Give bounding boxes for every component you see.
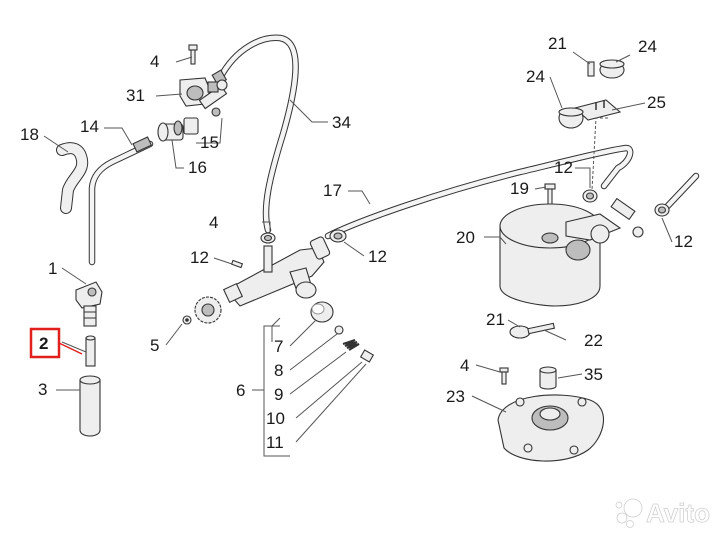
callout-20: 20 [456, 228, 475, 247]
part-12-clamp-d [654, 172, 700, 217]
callout-14: 14 [80, 117, 99, 136]
watermark-text: Avito [646, 498, 710, 528]
part-22-probe [509, 322, 555, 339]
part-9-spring [342, 339, 360, 351]
part-12-clamp-c [582, 189, 598, 203]
callout-31: 31 [126, 86, 145, 105]
part-4-screw-top [188, 44, 198, 65]
callout-4-low: 4 [460, 356, 469, 375]
callout-6: 6 [236, 381, 245, 400]
callout-34: 34 [332, 113, 351, 132]
callout-2: 2 [39, 334, 48, 353]
callout-25: 25 [647, 93, 666, 112]
callout-21-top: 21 [548, 34, 567, 53]
callout-12-right: 12 [674, 232, 693, 251]
part-15-fitting [198, 79, 228, 117]
callout-35: 35 [584, 365, 603, 384]
part-5-gear [182, 296, 222, 325]
callout-4-top: 4 [150, 52, 159, 71]
highlight-leader [58, 342, 83, 355]
callout-24-top: 24 [638, 37, 657, 56]
part-2-pin [85, 335, 96, 367]
part-4-screw-mid [230, 259, 244, 269]
part-3-sleeve [79, 375, 101, 437]
part-18-tube [56, 142, 89, 214]
part-10-nozzle [359, 349, 375, 363]
part-6-manifold [222, 236, 331, 307]
part-12-clamp-a [260, 232, 276, 244]
callout-24-left: 24 [526, 67, 545, 86]
callout-21-bottom: 21 [486, 310, 505, 329]
part-23-base [497, 394, 605, 462]
part-14-tube [88, 136, 154, 266]
callout-1: 1 [48, 259, 57, 278]
part-16-connector [157, 117, 199, 142]
callout-16: 16 [188, 158, 207, 177]
callout-15: 15 [200, 133, 219, 152]
part-4-screw-low [499, 367, 509, 385]
part-12-clamp-b [329, 229, 347, 243]
avito-logo-icon [615, 498, 643, 528]
callout-4-mid: 12 [190, 248, 209, 267]
callout-7: 7 [274, 337, 283, 356]
part-34-hose [211, 34, 299, 234]
part-17-tube [324, 144, 634, 240]
avito-watermark: Avito [615, 498, 710, 528]
callout-3: 3 [38, 380, 47, 399]
leader-lines [43, 51, 673, 457]
part-24-thermostat [558, 59, 625, 129]
part-20-boiler [499, 197, 644, 307]
callout-18: 18 [20, 125, 39, 144]
callout-9: 9 [274, 385, 283, 404]
part-8-ball [334, 325, 344, 335]
callout-11: 11 [266, 433, 284, 452]
callout-22: 22 [584, 331, 603, 350]
callout-10: 10 [266, 409, 285, 428]
callout-19: 19 [510, 179, 529, 198]
callout-8: 8 [274, 361, 283, 380]
part-35-bushing [539, 366, 557, 390]
callout-17: 17 [323, 181, 342, 200]
callout-23: 23 [446, 387, 465, 406]
callout-5: 5 [150, 336, 159, 355]
callout-12-mid: 12 [368, 247, 387, 266]
callout-12-left: 4 [209, 213, 218, 232]
callout-12-top: 12 [554, 158, 573, 177]
part-1-elbow [75, 281, 103, 327]
part-7-cap [310, 301, 334, 323]
